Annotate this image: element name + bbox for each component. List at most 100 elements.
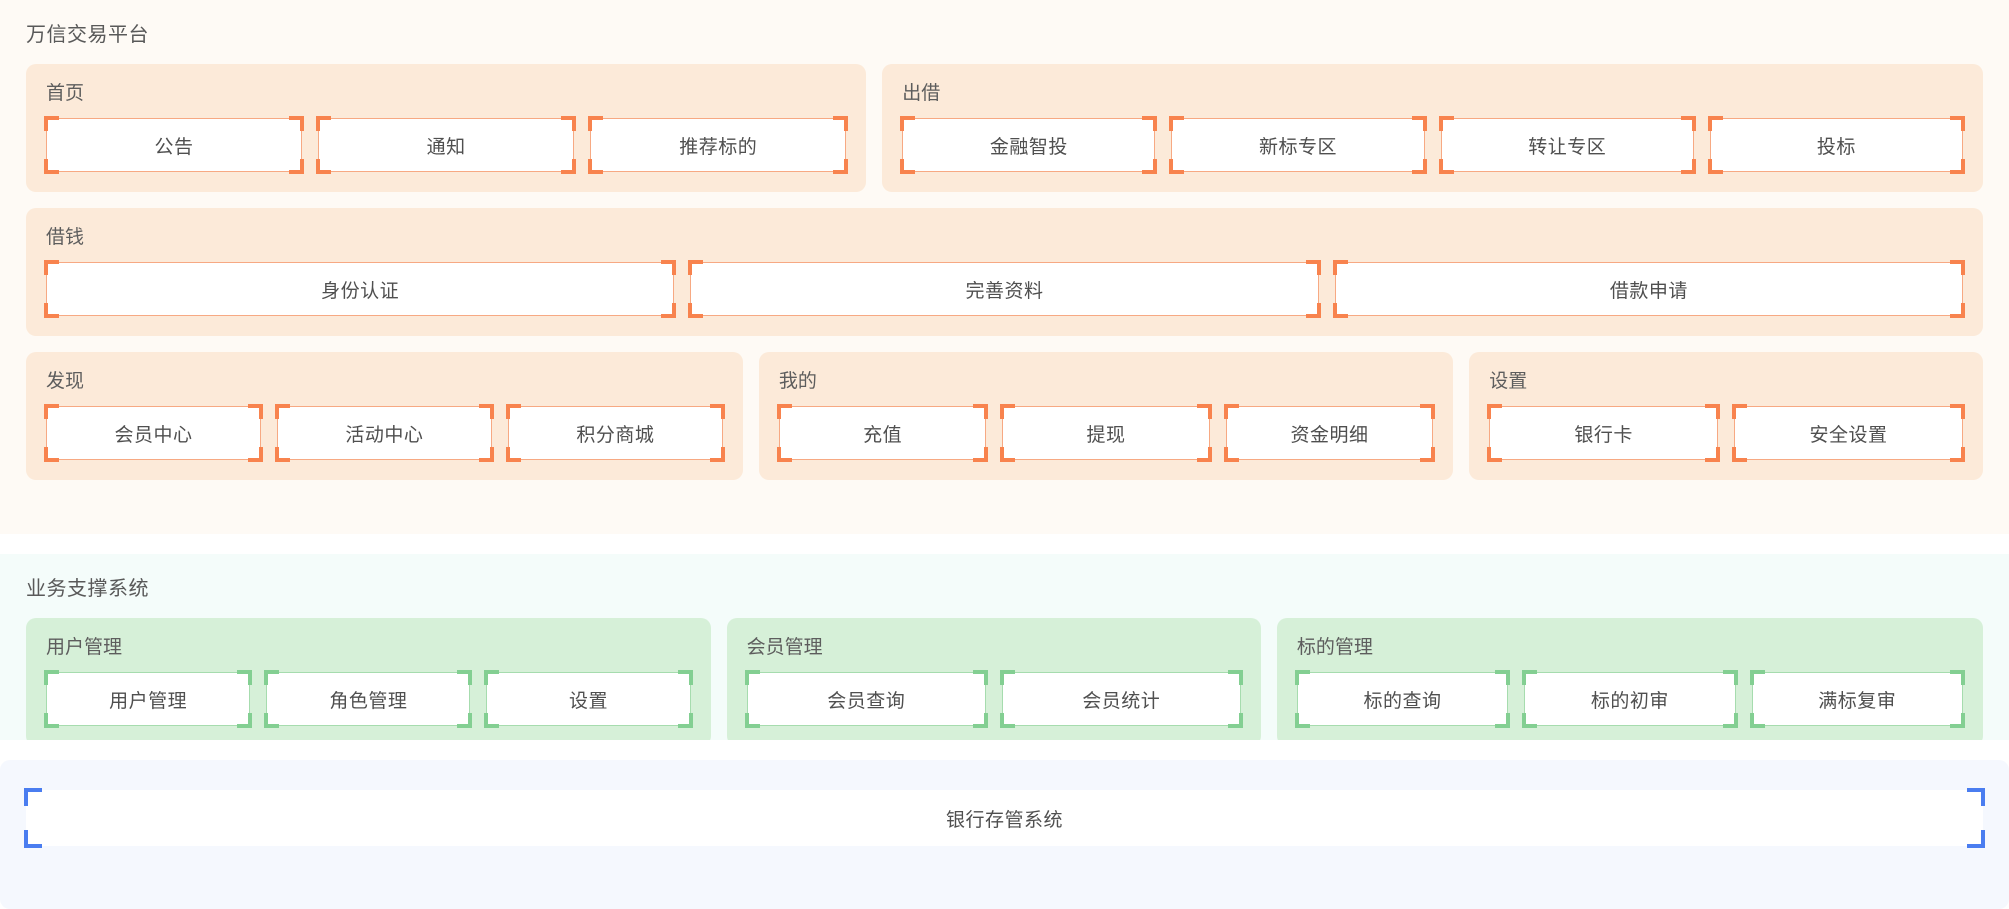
band-divider <box>0 534 2009 554</box>
corner-bracket-icon <box>999 713 1015 728</box>
card-items: 标的查询 标的初审 满标复审 <box>1294 670 1965 728</box>
node-label: 标的初审 <box>1590 690 1669 712</box>
corner-bracket-icon <box>561 116 577 131</box>
node-button-jifenshangcheng[interactable]: 积分商城 <box>505 404 725 462</box>
node-button-wanshanziliao[interactable]: 完善资料 <box>688 260 1321 318</box>
node-label: 设置 <box>569 690 609 712</box>
corner-bracket-icon <box>776 404 792 419</box>
card-items: 身份认证 完善资料 借款申请 <box>44 260 1965 318</box>
corner-bracket-icon <box>1949 116 1965 131</box>
node-label: 推荐标的 <box>679 136 758 158</box>
node-button-shezhi[interactable]: 设置 <box>484 670 693 728</box>
corner-bracket-icon <box>1949 159 1965 174</box>
section-support: 业务支撑系统 用户管理 用户管理 <box>0 554 2009 746</box>
corner-bracket-icon <box>744 713 760 728</box>
corner-bracket-icon <box>44 670 59 685</box>
node-button-yonghuguanli[interactable]: 用户管理 <box>44 670 253 728</box>
node-label: 身份认证 <box>321 280 400 302</box>
node-button-chongzhi[interactable]: 充值 <box>776 404 989 462</box>
corner-bracket-icon <box>1707 116 1723 131</box>
corner-bracket-icon <box>973 404 989 419</box>
corner-bracket-icon <box>1732 447 1748 462</box>
corner-bracket-icon <box>1949 303 1965 318</box>
corner-bracket-icon <box>1169 116 1185 131</box>
section-bank: 银行存管系统 <box>0 760 2009 909</box>
node-button-shenfenrenzheng[interactable]: 身份认证 <box>44 260 677 318</box>
node-label: 资金明细 <box>1290 424 1369 446</box>
corner-bracket-icon <box>457 670 473 685</box>
corner-bracket-icon <box>1732 404 1748 419</box>
corner-bracket-icon <box>1522 713 1538 728</box>
node-button-manbiaofushen[interactable]: 满标复审 <box>1749 670 1965 728</box>
corner-bracket-icon <box>1522 670 1538 685</box>
card-title: 发现 <box>46 371 85 392</box>
node-button-biaodechushen[interactable]: 标的初审 <box>1522 670 1738 728</box>
corner-bracket-icon <box>1722 670 1738 685</box>
node-button-tixian[interactable]: 提现 <box>1000 404 1212 462</box>
corner-bracket-icon <box>1420 447 1436 462</box>
corner-bracket-icon <box>1196 447 1212 462</box>
node-button-toubiao[interactable]: 投标 <box>1707 116 1965 174</box>
corner-bracket-icon <box>1722 713 1738 728</box>
corner-bracket-icon <box>1705 447 1721 462</box>
node-button-huiyuanzhongxin[interactable]: 会员中心 <box>44 404 263 462</box>
node-label: 转让专区 <box>1528 136 1607 158</box>
node-button-huodongzhongxin[interactable]: 活动中心 <box>274 404 494 462</box>
corner-bracket-icon <box>289 159 305 174</box>
corner-bracket-icon <box>1227 713 1243 728</box>
corner-bracket-icon <box>1967 788 1985 806</box>
node-button-yinhangcunguanxitong[interactable]: 银行存管系统 <box>24 788 1985 848</box>
node-label: 积分商城 <box>576 424 655 446</box>
node-button-tuijianbiaode[interactable]: 推荐标的 <box>588 116 849 174</box>
corner-bracket-icon <box>44 260 59 275</box>
corner-bracket-icon <box>1196 404 1212 419</box>
corner-bracket-icon <box>264 713 280 728</box>
corner-bracket-icon <box>1680 159 1696 174</box>
node-button-xinbiaozhuanqu[interactable]: 新标专区 <box>1169 116 1427 174</box>
card-borrow: 借钱 身份认证 完善资料 <box>26 208 1983 336</box>
card-items: 会员查询 会员统计 <box>744 670 1243 728</box>
corner-bracket-icon <box>44 713 59 728</box>
node-label: 提现 <box>1086 424 1126 446</box>
node-label: 用户管理 <box>109 690 188 712</box>
corner-bracket-icon <box>44 447 59 462</box>
corner-bracket-icon <box>1000 447 1016 462</box>
card-row: 用户管理 用户管理 角色管理 <box>26 618 1983 746</box>
node-button-zijinmingxi[interactable]: 资金明细 <box>1223 404 1436 462</box>
node-button-huiyuantongji[interactable]: 会员统计 <box>999 670 1243 728</box>
corner-bracket-icon <box>1223 447 1239 462</box>
node-button-jueseguanli[interactable]: 角色管理 <box>264 670 473 728</box>
corner-bracket-icon <box>1749 670 1765 685</box>
card-mine: 我的 充值 提现 <box>758 352 1454 480</box>
node-button-tongzhi[interactable]: 通知 <box>316 116 577 174</box>
node-label: 借款申请 <box>1609 280 1688 302</box>
node-button-yinhangka[interactable]: 银行卡 <box>1487 404 1721 462</box>
corner-bracket-icon <box>264 670 280 685</box>
node-button-jiekuanshenqing[interactable]: 借款申请 <box>1332 260 1965 318</box>
corner-bracket-icon <box>1227 670 1243 685</box>
node-button-gonggao[interactable]: 公告 <box>44 116 305 174</box>
corner-bracket-icon <box>677 670 693 685</box>
corner-bracket-icon <box>1223 404 1239 419</box>
corner-bracket-icon <box>1411 116 1427 131</box>
corner-bracket-icon <box>661 303 677 318</box>
card-title: 首页 <box>46 83 85 104</box>
node-button-huiyuanchaxun[interactable]: 会员查询 <box>744 670 988 728</box>
node-button-biaodechaxun[interactable]: 标的查询 <box>1294 670 1511 728</box>
card-items: 金融智投 新标专区 转让专区 <box>900 116 1965 174</box>
node-label: 满标复审 <box>1818 690 1897 712</box>
corner-bracket-icon <box>1705 404 1721 419</box>
node-button-jinrongzhitou[interactable]: 金融智投 <box>900 116 1158 174</box>
node-label: 活动中心 <box>345 424 424 446</box>
corner-bracket-icon <box>237 713 253 728</box>
card-items: 会员中心 活动中心 积分商城 <box>44 404 725 462</box>
node-button-anquanshezhi[interactable]: 安全设置 <box>1732 404 1965 462</box>
corner-bracket-icon <box>973 447 989 462</box>
card-target-management: 标的管理 标的查询 标的初审 <box>1276 618 1983 746</box>
card-title: 借钱 <box>46 227 85 248</box>
card-title: 会员管理 <box>746 637 823 658</box>
corner-bracket-icon <box>505 447 521 462</box>
node-label: 银行存管系统 <box>945 809 1063 831</box>
node-button-zhuanrangzhuanqu[interactable]: 转让专区 <box>1438 116 1696 174</box>
node-label: 公告 <box>154 136 194 158</box>
